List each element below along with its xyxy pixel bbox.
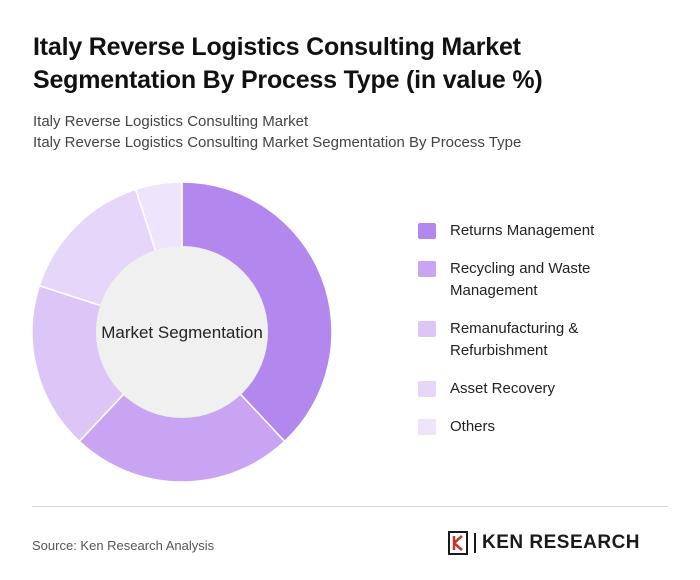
ken-research-logo: KEN RESEARCH [448,530,640,556]
legend-swatch [418,321,436,337]
legend-swatch [418,419,436,435]
legend-swatch [418,223,436,239]
source-note: Source: Ken Research Analysis [32,538,215,553]
legend-label: Recycling and Waste Management [450,260,591,299]
chart-subtitle: Italy Reverse Logistics Consulting Marke… [33,113,309,130]
legend-item: Recycling and Waste Management [418,258,680,302]
center-label: Market Segmentation [101,323,263,342]
legend-item: Asset Recovery [418,378,680,400]
footer-divider [32,506,668,507]
legend-item: Returns Management [418,220,680,242]
legend-label: Remanufacturing & Refurbishment [450,320,579,359]
chart-subtitle-secondary: Italy Reverse Logistics Consulting Marke… [33,134,522,151]
legend-label: Returns Management [450,222,595,239]
logo-text: KEN RESEARCH [482,532,641,553]
chart-title: Italy Reverse Logistics Consulting Marke… [33,33,543,94]
legend-item: Remanufacturing & Refurbishment [418,318,680,362]
legend-item: Others [418,416,680,438]
donut-chart: Market Segmentation [31,181,333,483]
logo-separator [474,533,476,553]
legend-label: Asset Recovery [450,380,556,397]
donut-hole [96,246,268,418]
legend-swatch [418,261,436,277]
legend-label: Others [450,418,496,435]
legend-swatch [418,381,436,397]
ken-logo-icon [448,531,468,555]
